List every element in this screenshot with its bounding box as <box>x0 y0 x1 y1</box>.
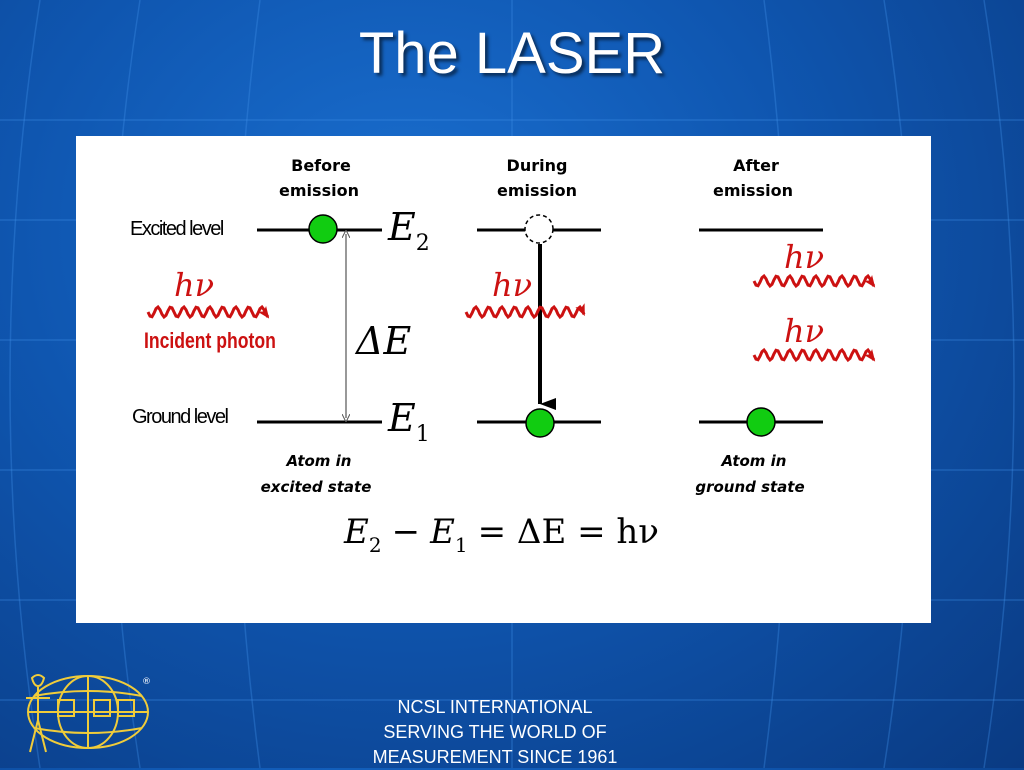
excited-level-label: Excited level <box>130 218 224 240</box>
before-header-line1: Before <box>291 156 351 175</box>
ncsl-globe-logo-icon: ® <box>26 674 151 753</box>
atom-excited-before <box>308 214 338 244</box>
after-header-line1: After <box>733 156 779 175</box>
atom-vacated-during <box>524 214 554 244</box>
during-header-line1: During <box>507 156 568 175</box>
e1-label: E1 <box>387 396 430 447</box>
emitted-photon-1-wave <box>752 273 876 289</box>
atom-ground-after <box>746 407 776 437</box>
ground-level-label: Ground level <box>132 406 228 428</box>
incident-photon-wave <box>146 304 270 320</box>
laser-diagram-panel: Before emission During emission After em… <box>76 136 931 623</box>
registered-mark: ® <box>142 677 151 687</box>
atom-ground-during <box>525 408 555 438</box>
emitted-photon-1-label: hν <box>784 238 824 276</box>
after-header-line2: emission <box>713 181 793 200</box>
footer-line-3: MEASUREMENT SINCE 1961 <box>372 747 618 767</box>
footer-organization: NCSL INTERNATIONAL SERVING THE WORLD OF … <box>340 695 650 770</box>
incident-photon-label: hν <box>174 266 214 304</box>
emitted-photon-2-wave <box>752 347 876 363</box>
stimulating-photon-wave <box>464 303 586 320</box>
laser-emission-diagram: Before emission During emission After em… <box>130 156 876 557</box>
during-header-line2: emission <box>497 181 577 200</box>
incident-photon-caption: Incident photon <box>144 329 276 353</box>
before-header-line2: emission <box>279 181 359 200</box>
emitted-photon-2-label: hν <box>784 312 824 350</box>
delta-e-label: ΔE <box>354 319 411 363</box>
excited-state-caption-line2: excited state <box>261 478 372 496</box>
ground-state-caption-line2: ground state <box>695 478 804 496</box>
excited-state-caption-line1: Atom in <box>286 452 352 470</box>
footer-line-2: SERVING THE WORLD OF <box>383 722 607 742</box>
footer-line-1: NCSL INTERNATIONAL <box>397 697 593 717</box>
e2-label: E2 <box>387 205 430 256</box>
ground-state-caption-line1: Atom in <box>721 452 787 470</box>
energy-equation: E2−E1= ΔE = hν <box>343 512 659 557</box>
slide-title: The LASER <box>358 21 666 86</box>
stimulating-photon-label: hν <box>492 266 532 304</box>
